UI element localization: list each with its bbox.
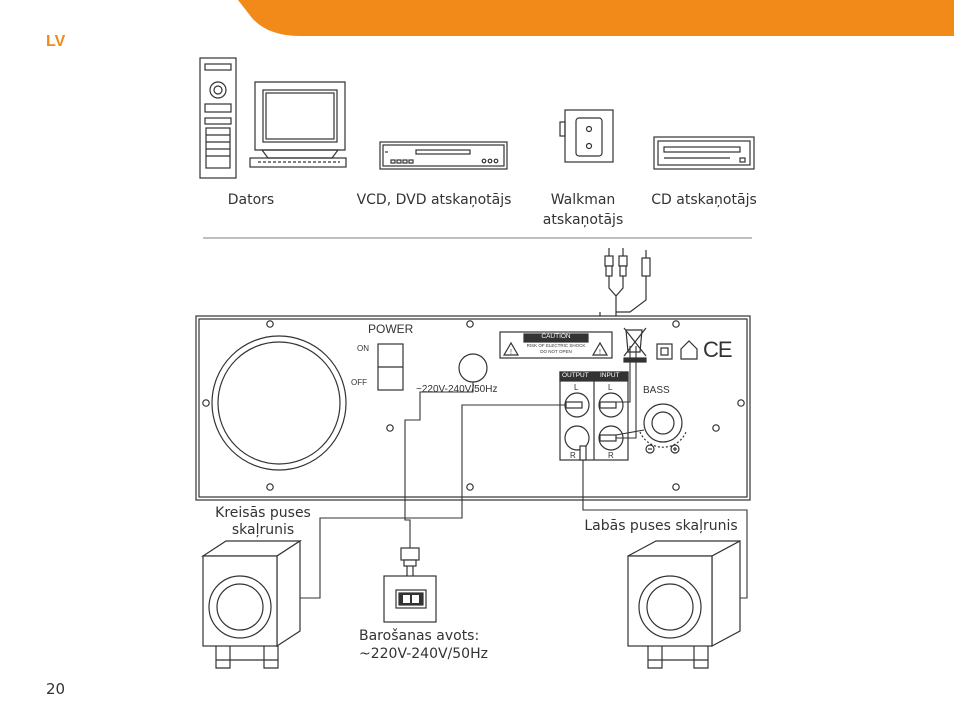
walkman-label-line2: atskaņotājs [542,212,624,228]
left-speaker-illustration [200,539,303,669]
caution-line2: DO NOT OPEN [540,349,572,354]
input-l-label: L [608,383,613,392]
output-label: OUTPUT [562,372,589,379]
header-band [238,0,954,36]
ce-mark: CE [703,337,733,362]
language-code: LV [46,33,66,50]
caution-line1: RISK OF ELECTRIC SHOCK [526,343,586,348]
power-source-label-line1: Barošanas avots: [359,628,480,644]
computer-illustration [199,57,347,179]
cd-player-label: CD atskaņotājs [651,192,757,208]
right-speaker-label: Labās puses skaļrunis [584,518,738,534]
walkman-label-line1: Walkman [550,192,616,208]
power-label: POWER [368,322,414,336]
power-source-label-line2: ~220V-240V/50Hz [359,646,488,662]
off-label: OFF [351,378,367,387]
left-speaker-label-line2: skaļrunis [231,522,295,538]
output-r-label: R [570,451,576,460]
walkman-illustration [559,109,614,163]
power-socket-illustration [383,547,437,623]
dvd-player-illustration [379,141,508,170]
right-speaker-illustration [627,539,741,669]
on-label: ON [357,344,369,353]
page-number: 20 [46,680,66,698]
wiring [300,346,748,599]
caution-title: CAUTION [541,333,571,340]
input-r-label: R [608,451,614,460]
computer-label: Dators [227,192,275,208]
voltage-label: ~220V-240V/50Hz [416,384,498,395]
cd-player-illustration [653,136,755,170]
bass-label: BASS [643,385,670,396]
input-label: INPUT [600,372,620,379]
output-l-label: L [574,383,579,392]
svg-text:!: ! [599,349,601,356]
left-speaker-label-line1: Kreisās puses [215,505,311,521]
input-cables [599,248,651,347]
vcd-dvd-label: VCD, DVD atskaņotājs [356,192,512,208]
svg-text:!: ! [510,349,512,356]
subwoofer-back-panel: ! ! [195,315,751,501]
